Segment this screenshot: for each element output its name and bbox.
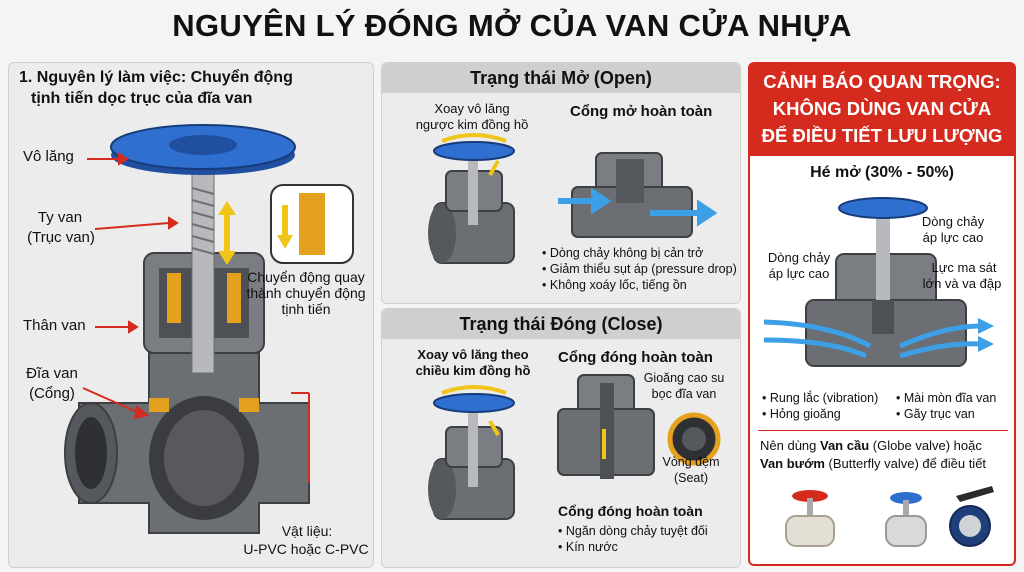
page-title: NGUYÊN LÝ ĐÓNG MỞ CỦA VAN CỬA NHỰA	[172, 8, 852, 43]
open-benefit-item: Dòng chảy không bị cản trở	[542, 245, 737, 261]
label-stem-sub: (Trục van)	[27, 229, 95, 246]
consequence-item: Mài mòn đĩa van	[896, 390, 996, 406]
open-state-header: Trạng thái Mở (Open)	[382, 63, 740, 93]
consequence-item: Gãy trục van	[896, 406, 996, 422]
close-state-header: Trạng thái Đóng (Close)	[382, 309, 740, 339]
open-state-panel: Trạng thái Mở (Open) Xoay vô lăng ngược …	[381, 62, 741, 304]
rec-text: (Globe valve) hoặc	[869, 438, 982, 453]
warning-consequence-list-right: Mài mòn đĩa van Gãy trục van	[896, 390, 996, 422]
seat-label-line1: Vòng đệm	[662, 455, 720, 469]
consequence-item: Rung lắc (vibration)	[762, 390, 878, 406]
friction-label-line2: lớn và va đập	[922, 276, 1002, 291]
gasket-label-line1: Gioăng cao su	[643, 371, 725, 385]
close-gate-label-bottom: Cổng đóng hoàn toàn	[558, 503, 703, 519]
warning-header-line1: CẢNH BÁO QUAN TRỌNG:	[763, 71, 1001, 92]
rec-text: (Butterfly valve) để điều tiết	[824, 456, 987, 471]
label-motion-line1: Chuyển động quay	[247, 269, 365, 285]
recommendation-line1: Nên dùng Van cầu (Globe valve) hoặc	[760, 438, 982, 453]
open-turn-line1: Xoay vô lăng	[434, 101, 510, 116]
principle-heading-line2: tịnh tiến dọc trục của đĩa van	[31, 90, 253, 107]
flow-label-left-line1: Dòng chảy	[767, 250, 831, 265]
rec-butterfly-valve: Van bướm	[760, 456, 825, 471]
friction-label-line1: Lực ma sát	[931, 260, 997, 275]
recommendation-line2: Van bướm (Butterfly valve) để điều tiết	[760, 456, 986, 471]
warning-panel: CẢNH BÁO QUAN TRỌNG: KHÔNG DÙNG VAN CỬA …	[748, 62, 1016, 566]
warning-header-line3: ĐỂ ĐIỀU TIẾT LƯU LƯỢNG	[761, 125, 1003, 146]
gate-valve-cutaway-illustration	[64, 124, 354, 534]
label-body: Thân van	[23, 317, 86, 334]
open-turn-line2: ngược kim đồng hồ	[415, 117, 529, 132]
seat-label-line2: (Seat)	[673, 471, 709, 485]
half-open-label: Hé mở (30% - 50%)	[810, 164, 954, 181]
recommended-valves-illustration	[785, 486, 994, 547]
label-handwheel: Vô lăng	[23, 148, 74, 165]
flow-label-left-line2: áp lực cao	[768, 266, 830, 281]
consequence-item: Hỏng gioăng	[762, 406, 878, 422]
label-disc-sub: (Cổng)	[29, 385, 75, 402]
label-stem: Ty van	[37, 209, 83, 226]
open-gate-label: Cổng mở hoàn toàn	[570, 103, 713, 120]
label-material-value: U-PVC hoặc C-PVC	[243, 541, 369, 557]
working-principle-panel: 1. Nguyên lý làm việc: Chuyển động tịnh …	[8, 62, 374, 568]
label-disc: Đĩa van	[26, 365, 78, 382]
open-valve-illustration	[428, 133, 718, 264]
label-material: Vật liệu:	[281, 523, 333, 539]
open-benefits-list: Dòng chảy không bị cản trở Giảm thiểu sụ…	[542, 245, 737, 293]
principle-heading-line1: 1. Nguyên lý làm việc: Chuyển động	[19, 69, 293, 86]
warning-header-line2: KHÔNG DÙNG VAN CỬA	[772, 98, 992, 119]
flow-label-right-line2: áp lực cao	[922, 230, 984, 245]
rec-globe-valve: Van cầu	[820, 438, 870, 453]
close-benefit-item: Ngăn dòng chảy tuyệt đối	[558, 523, 708, 539]
close-benefits-list: Ngăn dòng chảy tuyệt đối Kín nước	[558, 523, 708, 555]
half-open-valve-illustration	[763, 197, 994, 367]
gasket-label-line2: bọc đĩa van	[651, 387, 717, 401]
flow-label-right-line1: Dòng chảy	[921, 214, 985, 229]
label-motion-line3: tịnh tiến	[281, 301, 331, 317]
warning-divider	[758, 430, 1008, 431]
close-valve-illustration	[428, 374, 721, 520]
open-benefit-item: Giảm thiểu sụt áp (pressure drop)	[542, 261, 737, 277]
warning-consequence-list-left: Rung lắc (vibration) Hỏng gioăng	[762, 390, 878, 422]
close-gate-label: Cổng đóng hoàn toàn	[558, 349, 713, 366]
close-turn-line2: chiều kim đồng hồ	[415, 363, 531, 378]
warning-header: CẢNH BÁO QUAN TRỌNG: KHÔNG DÙNG VAN CỬA …	[750, 64, 1014, 156]
label-motion-line2: thành chuyển động	[246, 285, 366, 301]
close-state-panel: Trạng thái Đóng (Close) Xoay vô lăng the…	[381, 308, 741, 568]
rec-text: Nên dùng	[760, 438, 820, 453]
open-benefit-item: Không xoáy lốc, tiếng ồn	[542, 277, 737, 293]
close-benefit-item: Kín nước	[558, 539, 708, 555]
close-turn-line1: Xoay vô lăng theo	[417, 347, 529, 362]
